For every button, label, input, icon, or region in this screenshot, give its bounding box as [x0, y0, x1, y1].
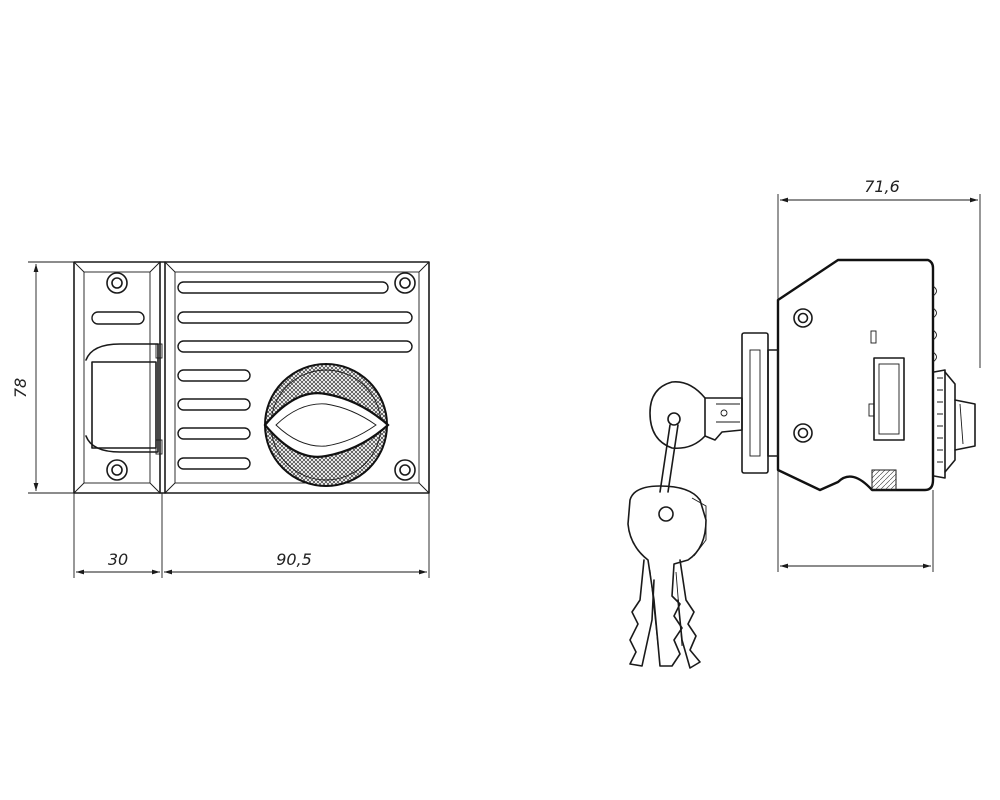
- screw-bottom-left: [106, 459, 128, 481]
- dim-width-right-label: 90,5: [276, 550, 312, 569]
- key-ring: [659, 424, 679, 493]
- cylinder-flange: [741, 332, 769, 474]
- dim-width-left-label: 30: [108, 550, 128, 569]
- turn-knob: [263, 363, 390, 487]
- inserted-key: [649, 381, 743, 450]
- latch-bolt: [85, 343, 163, 455]
- case-slots: [177, 281, 413, 470]
- thumb-turn-stub: [933, 369, 976, 479]
- side-view: 71,6: [627, 177, 981, 669]
- hanging-keys: [627, 485, 707, 669]
- lock-body-outline: [73, 261, 430, 494]
- screw-bottom-right: [394, 459, 416, 481]
- housing-outline: [776, 258, 935, 492]
- front-view: 78 30 90,5: [11, 261, 430, 578]
- dim-depth-label: 71,6: [864, 177, 900, 196]
- screw-top-left: [106, 272, 128, 294]
- screw-top-right: [394, 272, 416, 294]
- dim-height-label: 78: [11, 378, 30, 398]
